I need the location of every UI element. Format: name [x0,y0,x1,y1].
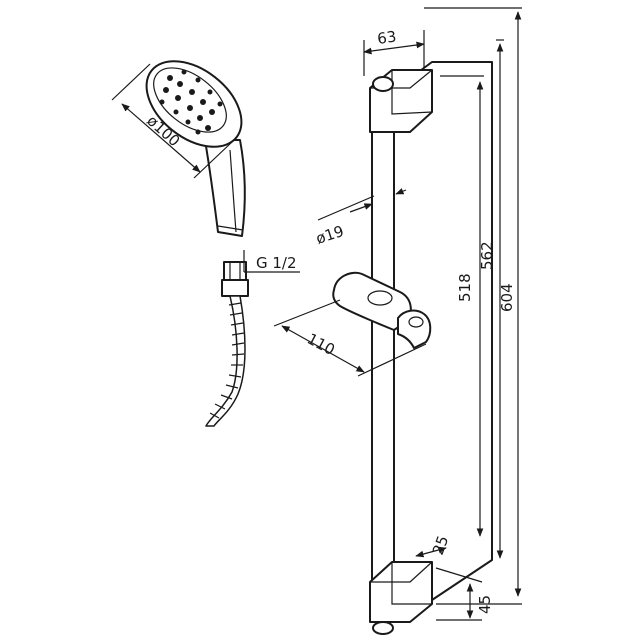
bottom-height-label: 45 [476,595,494,614]
thread-label: G 1/2 [256,254,297,272]
rail-tube [371,119,395,621]
shower-hose [205,295,246,427]
bottom-end-cap [372,621,394,635]
hand-shower: ø100 G 1/2 [111,60,300,427]
top-end-cap [372,76,394,92]
height-562-label: 562 [478,241,496,270]
height-604-label: 604 [498,283,516,312]
height-518-label: 518 [456,273,474,302]
bracket-width-label: 63 [376,27,397,47]
hand-shower-handle [204,139,246,237]
thread-nut [223,261,247,281]
holder-cradle [397,309,432,349]
bottom-depth-label: 25 [429,533,452,557]
slide-rail: 63 ø19 110 518 562 604 25 45 [273,7,522,635]
rail-diameter-label: ø19 [314,222,346,248]
